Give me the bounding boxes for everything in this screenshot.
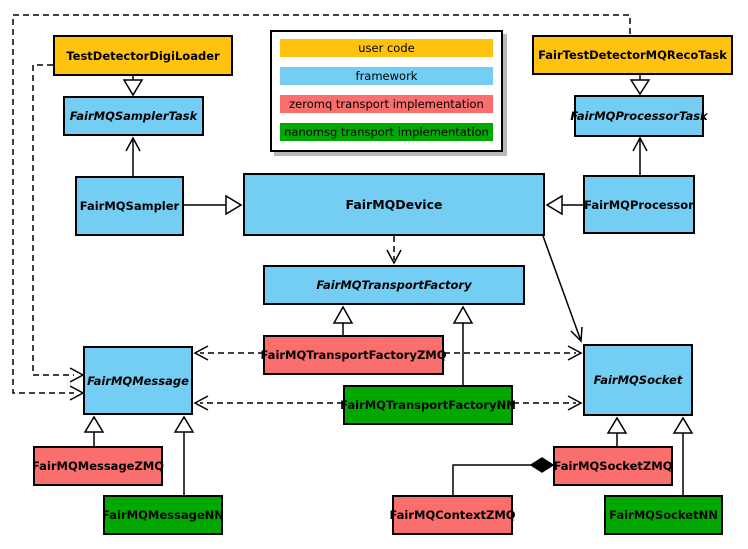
node-fairmqsampler: FairMQSampler — [75, 176, 184, 236]
node-fairmqdevice: FairMQDevice — [243, 173, 545, 236]
edge-factoryzmq-socket — [444, 345, 583, 361]
node-fairmqmessagezmq: FairMQMessageZMQ — [32, 446, 164, 486]
node-fairmqmessagenn: FairMQMessageNN — [102, 495, 224, 535]
node-fairmqmessage: FairMQMessage — [83, 346, 193, 415]
node-testdetectordigiloader: TestDetectorDigiLoader — [53, 35, 233, 76]
node-fairmqsocket: FairMQSocket — [583, 344, 693, 416]
edge-recotask-processortask — [629, 75, 651, 96]
edge-factorynn-transportfactory — [452, 305, 474, 385]
node-fairmqprocessortask: FairMQProcessorTask — [570, 95, 708, 137]
node-fairmqtransportfactory: FairMQTransportFactory — [263, 265, 525, 305]
edge-messagenn-message — [173, 415, 195, 496]
edge-factoryzmq-message — [193, 345, 264, 361]
legend-item-zeromq: zeromq transport implementation — [280, 95, 493, 113]
node-fairmqsocketzmq: FairMQSocketZMQ — [553, 446, 673, 486]
edge-device-transportfactory — [386, 236, 402, 265]
node-fairmqsamplertask: FairMQSamplerTask — [63, 96, 204, 136]
edge-messagezmq-message — [83, 415, 105, 446]
legend-item-user-code: user code — [280, 39, 493, 57]
edge-contextzmq-socketzmq — [452, 457, 555, 495]
edge-digiloader-samplertask — [122, 76, 144, 97]
edge-device-socket — [542, 235, 583, 343]
edge-factorynn-socket — [513, 395, 583, 411]
edge-processor-device — [545, 194, 583, 216]
edge-factorynn-message — [193, 395, 343, 411]
edge-socketzmq-socket — [606, 416, 628, 446]
edge-sampler-device — [184, 194, 243, 216]
node-fairmqtransportfactoryzmq: FairMQTransportFactoryZMQ — [261, 335, 447, 375]
node-fairmqsocketnn: FairMQSocketNN — [604, 495, 723, 535]
node-fairmqprocessor: FairMQProcessor — [583, 175, 695, 234]
edge-sampler-samplertask — [125, 136, 141, 176]
legend-item-framework: framework — [280, 67, 493, 85]
edge-processor-processortask — [632, 136, 648, 175]
legend: user code framework zeromq transport imp… — [270, 30, 503, 152]
node-fairtestdetectormqrecotask: FairTestDetectorMQRecoTask — [532, 35, 733, 75]
node-fairmqtransportfactorynn: FairMQTransportFactoryNN — [340, 385, 516, 425]
edge-factoryzmq-transportfactory — [332, 305, 354, 335]
node-fairmqcontextzmq: FairMQContextZMQ — [389, 495, 516, 535]
edge-socketnn-socket — [672, 416, 694, 495]
legend-item-nanomsg: nanomsg transport implementation — [280, 123, 493, 141]
